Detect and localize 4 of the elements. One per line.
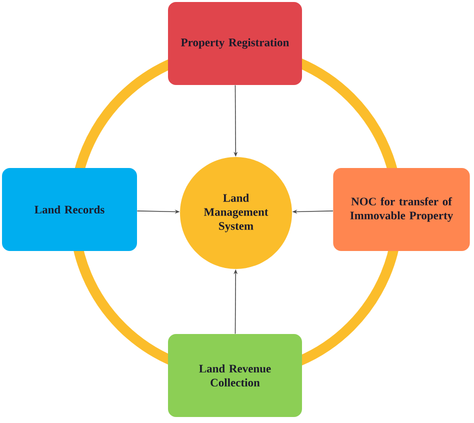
process-box: Land Records — [2, 168, 137, 251]
process-box: NOC for transfer of Immovable Property — [333, 168, 470, 251]
process-box: Land Revenue Collection — [168, 334, 302, 417]
process-box: Property Registration — [168, 2, 302, 85]
